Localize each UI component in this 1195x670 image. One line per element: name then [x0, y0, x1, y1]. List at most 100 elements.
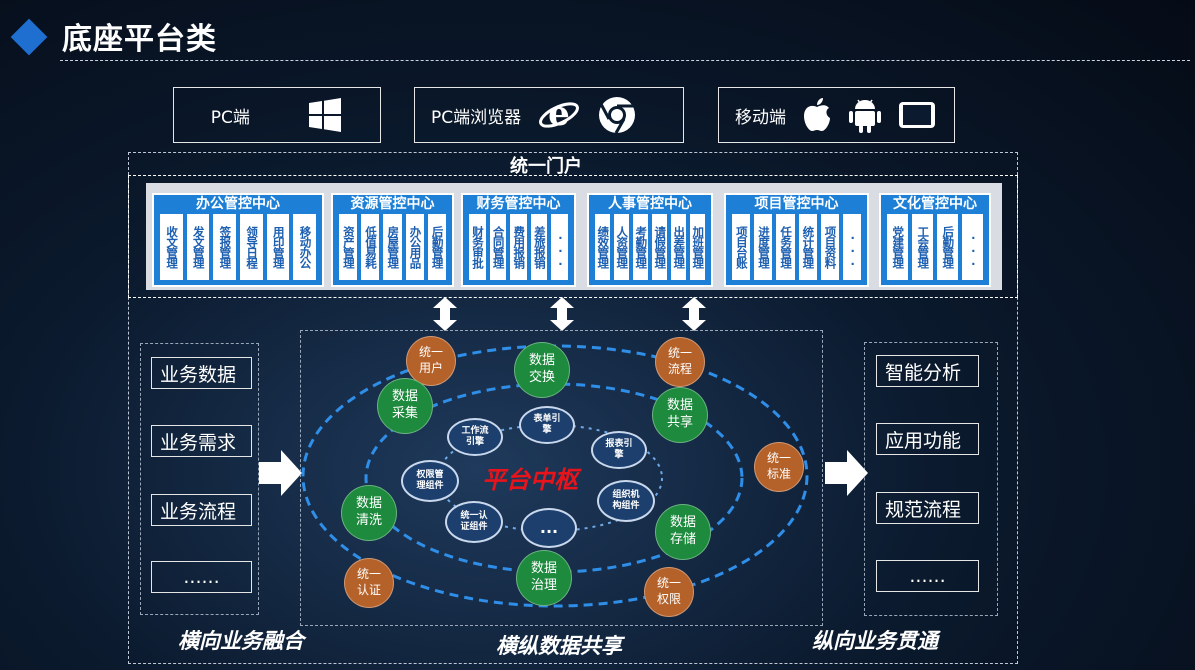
- left-item: 业务需求: [151, 425, 252, 457]
- center-title: 办公管控中心: [196, 196, 280, 212]
- center-item: ...: [962, 214, 983, 280]
- center-project: 项目管控中心 项目台账 进度管理 任务管理 统计管理 项目资料 ...: [724, 193, 869, 287]
- hub-circle: 数据 采集: [377, 378, 433, 434]
- center-title: 项目管控中心: [754, 196, 839, 212]
- center-item: 费用报销: [510, 214, 527, 280]
- center-item: ...: [551, 214, 568, 280]
- left-item: 业务数据: [151, 357, 252, 389]
- center-item: 工会管理: [912, 214, 933, 280]
- center-item: 用印管理: [266, 214, 290, 280]
- center-item: 低值易耗: [361, 214, 380, 280]
- hub-engine: ...: [521, 508, 577, 548]
- center-item: 资产管理: [339, 214, 358, 280]
- right-item: 应用功能: [876, 423, 979, 455]
- client-browser-label: PC端浏览器: [431, 107, 522, 128]
- ie-icon: e: [537, 95, 581, 135]
- center-title: 人事管控中心: [608, 196, 692, 212]
- title-diamond-icon: [10, 18, 48, 56]
- bottom-label-share: 横纵数据共享: [496, 634, 622, 658]
- hub-circle: 数据 共享: [652, 387, 708, 443]
- center-item: 考勤管理: [633, 214, 648, 280]
- title-divider: [60, 60, 1190, 61]
- center-item: 请假管理: [652, 214, 667, 280]
- hub-circle: 数据 清洗: [341, 485, 397, 541]
- portal-link-arrows: [433, 297, 706, 331]
- hub-circle: 统一 标准: [754, 442, 804, 492]
- android-icon: [848, 96, 882, 134]
- double-arrow-icon: [682, 297, 706, 331]
- center-item: ...: [842, 214, 862, 280]
- center-item: 党建管理: [887, 214, 908, 280]
- center-item: 签报管理: [213, 214, 237, 280]
- portal-title: 统一门户: [510, 156, 582, 177]
- right-item: 智能分析: [876, 355, 979, 387]
- center-item: 移动办公: [293, 214, 317, 280]
- hub-engine: 组织机 构组件: [597, 480, 655, 522]
- center-item: 办公用品: [405, 214, 424, 280]
- bottom-label-vertical: 纵向业务贯通: [812, 629, 938, 653]
- right-panel: [864, 342, 998, 616]
- hub-engine: 权限管 理组件: [401, 460, 459, 502]
- hub-engine: 统一认 证组件: [445, 501, 503, 543]
- center-item: 加班管理: [690, 214, 705, 280]
- bottom-label-horizontal: 横向业务融合: [178, 629, 304, 653]
- center-item: 房屋管理: [383, 214, 402, 280]
- center-item: 出差管理: [671, 214, 686, 280]
- center-item: 人资管理: [614, 214, 629, 280]
- center-culture: 文化管控中心 党建管理 工会管理 后勤管理 ...: [879, 193, 991, 287]
- hub-engine: 工作流 引擎: [447, 418, 503, 456]
- center-item: 项目台账: [732, 214, 751, 280]
- center-item: 后勤管理: [937, 214, 958, 280]
- hub-circle: 统一 用户: [406, 336, 456, 386]
- left-panel: [140, 343, 259, 615]
- right-arrow-icon: [259, 450, 302, 496]
- center-item: 项目资料: [820, 214, 839, 280]
- chrome-icon: [597, 95, 637, 135]
- windows-icon: [307, 97, 343, 133]
- center-item: 后勤管理: [427, 214, 447, 280]
- right-item: 规范流程: [876, 492, 979, 524]
- client-mobile: 移动端: [718, 87, 955, 143]
- hub-engine: 报表引 擎: [591, 431, 647, 469]
- center-title: 财务管控中心: [476, 196, 561, 212]
- center-item: 进度管理: [754, 214, 773, 280]
- platform-frame: [128, 152, 1018, 664]
- center-item: 绩效管理: [595, 214, 610, 280]
- center-item: 财务审批: [469, 214, 486, 280]
- double-arrow-icon: [550, 297, 574, 331]
- left-item: 业务流程: [151, 494, 252, 526]
- hub-circle: 统一 流程: [655, 337, 705, 387]
- hub-panel: [300, 330, 823, 626]
- hub-circle: 数据 存储: [655, 504, 711, 560]
- hub-circle: 统一 认证: [344, 558, 394, 608]
- hub-engine: 表单引 擎: [519, 406, 575, 444]
- center-office: 办公管控中心 收文管理 发文管理 签报管理 领导日程 用印管理 移动办公: [152, 193, 324, 287]
- client-browser: PC端浏览器 e: [414, 87, 684, 143]
- center-item: 合同管理: [489, 214, 507, 280]
- center-item: 发文管理: [186, 214, 210, 280]
- client-pc: PC端: [173, 87, 381, 143]
- right-arrow-icon: [825, 450, 868, 496]
- right-item: ......: [876, 560, 979, 592]
- center-finance: 财务管控中心 财务审批 合同管理 费用报销 差旅报销 ...: [461, 193, 576, 287]
- center-item: 任务管理: [776, 214, 795, 280]
- center-item: 统计管理: [798, 214, 817, 280]
- center-item: 收文管理: [160, 214, 183, 280]
- hub-circle: 数据 治理: [516, 550, 572, 606]
- portal-frame: [128, 175, 1018, 298]
- client-mobile-label: 移动端: [735, 107, 786, 128]
- client-pc-label: PC端: [210, 107, 250, 128]
- center-item: 差旅报销: [530, 214, 548, 280]
- center-item: 领导日程: [240, 214, 263, 280]
- double-arrow-icon: [433, 297, 457, 331]
- center-title: 文化管控中心: [893, 196, 977, 212]
- left-item: ......: [151, 561, 252, 593]
- apple-icon: [802, 97, 832, 133]
- tablet-icon: [898, 101, 936, 129]
- center-hr: 人事管控中心 绩效管理 人资管理 考勤管理 请假管理 出差管理 加班管理: [587, 193, 713, 287]
- hub-title: 平台中枢: [482, 466, 578, 494]
- page-title: 底座平台类: [62, 22, 217, 57]
- center-resource: 资源管控中心 资产管理 低值易耗 房屋管理 办公用品 后勤管理: [331, 193, 454, 287]
- svg-text:e: e: [548, 95, 570, 134]
- center-title: 资源管控中心: [350, 196, 435, 212]
